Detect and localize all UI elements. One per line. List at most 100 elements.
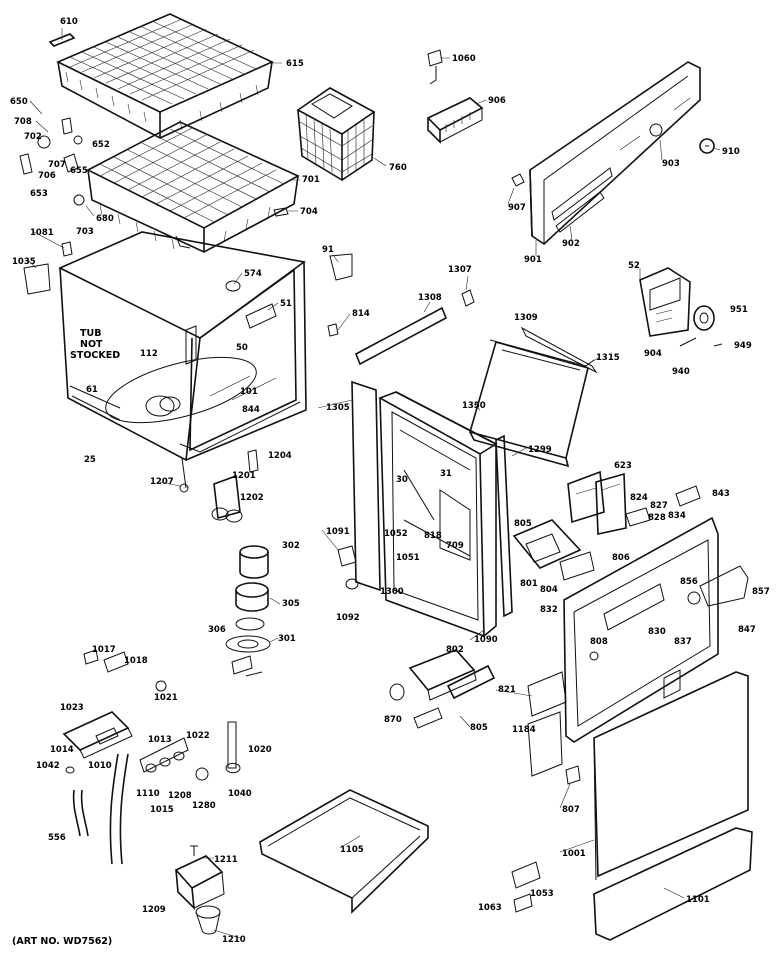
label-805: 805 <box>514 519 532 529</box>
label-101: 101 <box>240 387 258 397</box>
label-1010: 1010 <box>88 761 112 771</box>
label-1090: 1090 <box>474 635 498 645</box>
label-818: 818 <box>424 531 442 541</box>
label-903: 903 <box>662 159 680 169</box>
rack-adjuster-parts <box>19 117 83 175</box>
label-1210: 1210 <box>222 935 246 945</box>
spring-clip <box>327 323 339 337</box>
label-30: 30 <box>396 475 408 485</box>
inner-door-panel <box>378 391 498 638</box>
label-828: 828 <box>648 513 666 523</box>
label-1280: 1280 <box>192 801 216 811</box>
label-834: 834 <box>668 511 686 521</box>
label-832: 832 <box>540 605 558 615</box>
label-1060: 1060 <box>452 54 476 64</box>
timer-bracket <box>639 267 691 337</box>
bracket-821 <box>527 671 567 717</box>
label-1014: 1014 <box>50 745 74 755</box>
label-301: 301 <box>278 634 296 644</box>
label-556: 556 <box>48 833 66 843</box>
label-821: 821 <box>498 685 516 695</box>
label-1035: 1035 <box>12 257 36 267</box>
upper-rack <box>56 13 274 139</box>
label-1308: 1308 <box>418 293 442 303</box>
label-901: 901 <box>524 255 542 265</box>
label-808: 808 <box>590 637 608 647</box>
label-1021: 1021 <box>154 693 178 703</box>
door-latch-1307 <box>461 289 475 307</box>
label-652: 652 <box>92 140 110 150</box>
label-1350: 1350 <box>462 401 486 411</box>
label-1051: 1051 <box>396 553 420 563</box>
hinge-1184 <box>527 711 581 785</box>
label-949: 949 <box>734 341 752 351</box>
label-951: 951 <box>730 305 748 315</box>
label-1315: 1315 <box>596 353 620 363</box>
hinge-arm <box>699 565 749 607</box>
motor-relay <box>567 470 627 535</box>
label-1013: 1013 <box>148 735 172 745</box>
label-306: 306 <box>208 625 226 635</box>
outer-door-frame <box>563 516 719 743</box>
label-1042: 1042 <box>36 761 60 771</box>
label-302: 302 <box>282 541 300 551</box>
toe-kick-1105 <box>259 789 429 914</box>
label-1211: 1211 <box>214 855 238 865</box>
float-switch <box>211 449 259 523</box>
label-25: 25 <box>84 455 96 465</box>
label-1063: 1063 <box>478 903 502 913</box>
label-1091: 1091 <box>326 527 350 537</box>
label-856: 856 <box>680 577 698 587</box>
label-610: 610 <box>60 17 78 27</box>
pump-parts <box>225 545 271 677</box>
label-1105: 1105 <box>340 845 364 855</box>
art-number: (ART NO. WD7562) <box>12 936 112 947</box>
label-910: 910 <box>722 147 740 157</box>
label-305: 305 <box>282 599 300 609</box>
label-1208: 1208 <box>168 791 192 801</box>
label-1209: 1209 <box>142 905 166 915</box>
door-strip <box>495 434 513 618</box>
label-814: 814 <box>352 309 370 319</box>
label-857: 857 <box>752 587 770 597</box>
label-807: 807 <box>562 805 580 815</box>
kickplate-panel <box>593 827 753 941</box>
label-843: 843 <box>712 489 730 499</box>
label-1110: 1110 <box>136 789 160 799</box>
label-61: 61 <box>86 385 98 395</box>
rack-handle <box>48 33 76 47</box>
label-806: 806 <box>612 553 630 563</box>
bottom-left-parts <box>62 649 167 865</box>
timer-knob <box>699 138 715 154</box>
label-704: 704 <box>300 207 318 217</box>
lower-rack <box>86 121 300 253</box>
label-1309: 1309 <box>514 313 538 323</box>
tub-label-line3: STOCKED <box>70 350 120 361</box>
label-623: 623 <box>614 461 632 471</box>
hinge-bracket <box>329 253 353 281</box>
silverware-basket <box>296 87 376 182</box>
leader-lines <box>27 28 721 939</box>
label-830: 830 <box>648 627 666 637</box>
label-650: 650 <box>10 97 28 107</box>
label-907: 907 <box>508 203 526 213</box>
control-console <box>529 61 701 246</box>
tub-label-line2: NOT <box>80 339 103 350</box>
label-870: 870 <box>384 715 402 725</box>
label-702: 702 <box>24 132 42 142</box>
door-switch-843 <box>675 485 701 507</box>
label-1207: 1207 <box>150 477 174 487</box>
door-control-805 <box>389 649 496 729</box>
label-653: 653 <box>30 189 48 199</box>
label-1018: 1018 <box>124 656 148 666</box>
label-1184: 1184 <box>512 725 536 735</box>
label-701: 701 <box>302 175 320 185</box>
rack-stop <box>273 207 289 217</box>
label-709: 709 <box>446 541 464 551</box>
part-labels: 610 615 650 708 702 652 707 706 655 653 … <box>10 17 770 947</box>
label-703: 703 <box>76 227 94 237</box>
label-1299: 1299 <box>528 445 552 455</box>
label-1017: 1017 <box>92 645 116 655</box>
dispenser-assembly <box>337 545 359 590</box>
